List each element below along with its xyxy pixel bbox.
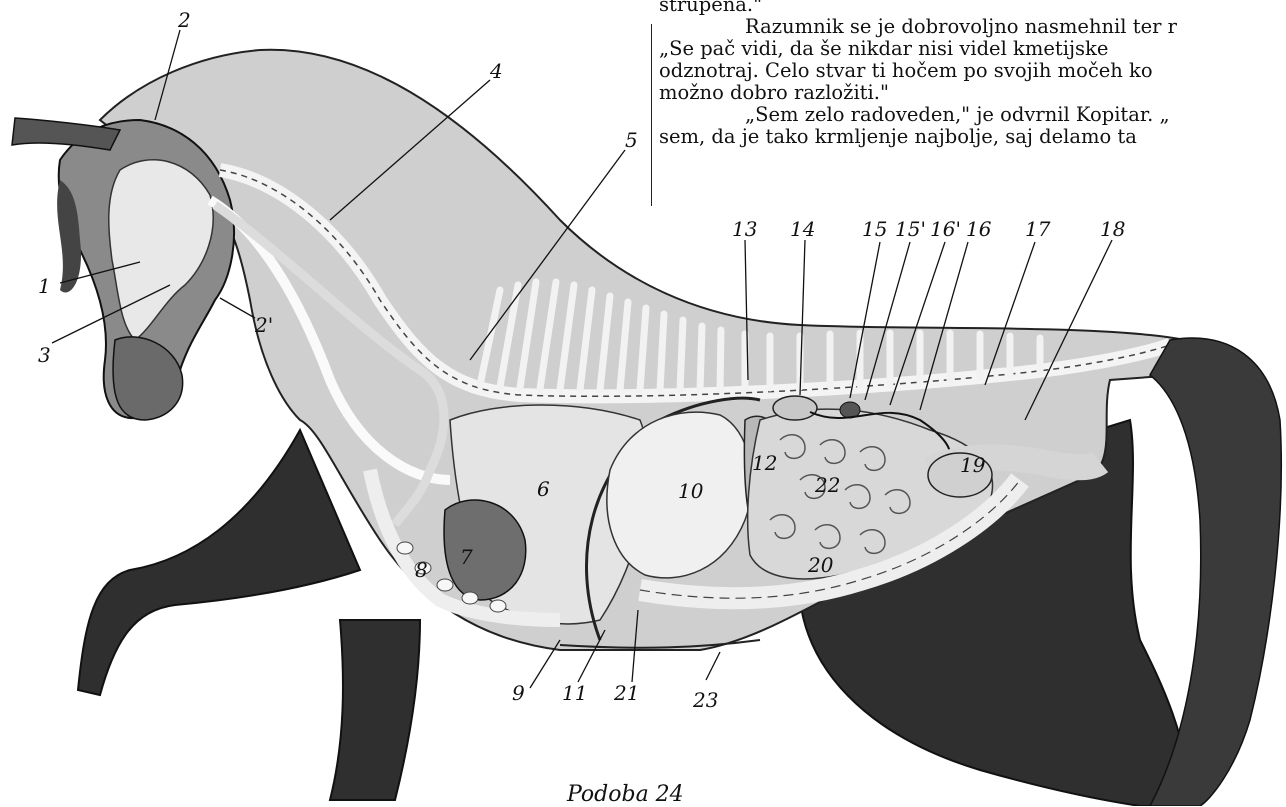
organ-label-12: 12 (752, 451, 777, 475)
callout-15: 15 (862, 217, 887, 241)
callout-11: 11 (562, 681, 587, 705)
organ-label-6: 6 (537, 477, 550, 501)
callout-14: 14 (790, 217, 815, 241)
figure-caption: Podoba 24 (567, 782, 684, 807)
callout-13: 13 (732, 217, 757, 241)
organ-label-7: 7 (460, 545, 473, 569)
callout-16: 16 (966, 217, 992, 241)
organ-label-19: 19 (960, 453, 986, 477)
callout-18: 18 (1100, 217, 1125, 241)
kidney (773, 396, 817, 420)
callout-1: 1 (38, 274, 51, 298)
callout-17: 17 (1025, 217, 1051, 241)
callout-4: 4 (489, 59, 503, 83)
callout-9: 9 (512, 681, 525, 705)
callout-21: 21 (613, 681, 639, 705)
callout-2-prime: 2' (254, 313, 273, 337)
organ-label-22: 22 (814, 473, 840, 497)
callout-15-prime: 15' (895, 217, 926, 241)
organ-label-10: 10 (678, 479, 704, 503)
callout-3: 3 (38, 343, 51, 367)
callout-5: 5 (625, 128, 638, 152)
callout-2: 2 (177, 8, 191, 32)
organ-label-8: 8 (415, 558, 428, 582)
organ-label-20: 20 (807, 553, 834, 577)
callout-23: 23 (692, 688, 718, 712)
callout-16-prime: 16' (930, 217, 961, 241)
